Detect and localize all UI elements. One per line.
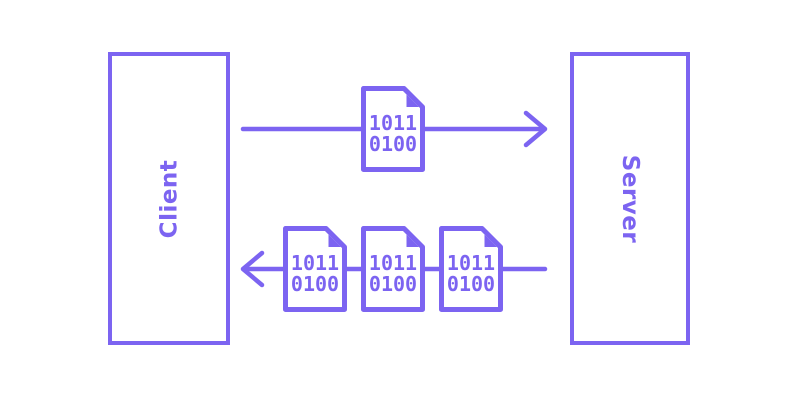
binary-data: 1011 0100 — [360, 85, 426, 173]
binary-line: 0100 — [368, 131, 418, 156]
document-icon: 1011 0100 — [360, 85, 426, 173]
binary-line: 0100 — [290, 271, 340, 296]
arrow-right-icon — [523, 110, 548, 148]
document-icon: 1011 0100 — [282, 225, 348, 313]
document-icon: 1011 0100 — [360, 225, 426, 313]
document-shape — [283, 226, 347, 312]
binary-data: 1011 0100 — [282, 225, 348, 313]
binary-data: 1011 0100 — [438, 225, 504, 313]
binary-line: 1011 — [368, 110, 418, 135]
server-node: Server — [570, 52, 690, 345]
server-label: Server — [616, 154, 643, 243]
binary-line: 1011 — [446, 250, 496, 275]
binary-data: 1011 0100 — [360, 225, 426, 313]
client-label: Client — [156, 159, 182, 238]
document-icon: 1011 0100 — [438, 225, 504, 313]
document-shape — [361, 226, 425, 312]
binary-line: 1011 — [368, 250, 418, 275]
document-shape — [439, 226, 503, 312]
binary-line: 0100 — [368, 271, 418, 296]
client-node: Client — [108, 52, 230, 345]
binary-line: 0100 — [446, 271, 496, 296]
document-shape — [361, 86, 425, 172]
binary-line: 1011 — [290, 250, 340, 275]
arrow-left-icon — [240, 250, 265, 288]
